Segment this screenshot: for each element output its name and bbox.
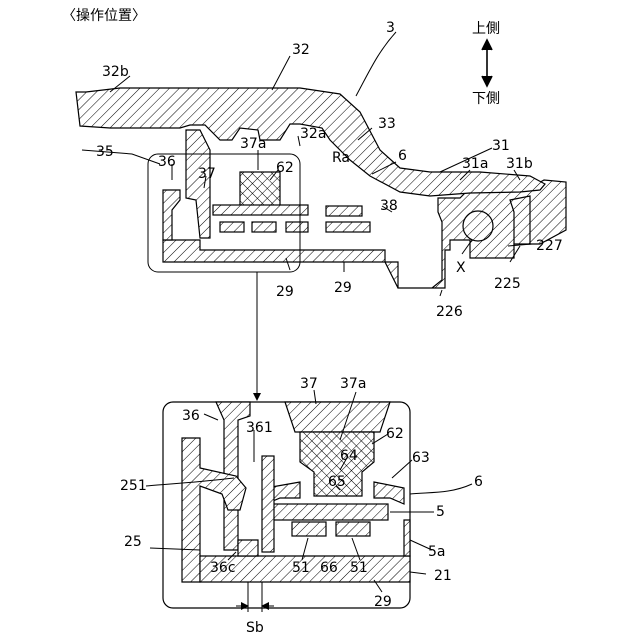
label-36: 36 — [158, 154, 176, 170]
label-38: 38 — [380, 198, 398, 214]
label-29-mid: 29 — [334, 280, 352, 296]
label-225: 225 — [494, 276, 521, 292]
detail-label-21: 21 — [434, 568, 452, 584]
detail-label-37a: 37a — [340, 376, 366, 392]
label-31b: 31b — [506, 156, 533, 172]
label-Ra: Ra — [332, 150, 350, 166]
detail-label-29: 29 — [374, 594, 392, 610]
top-cross-section — [76, 88, 566, 288]
label-33: 33 — [378, 116, 396, 132]
figure-caption: 〈操作位置〉 — [62, 8, 146, 24]
detail-label-361: 361 — [246, 420, 273, 436]
label-31a: 31a — [462, 156, 488, 172]
label-Sb: Sb — [246, 620, 264, 636]
direction-up-label: 上側 — [472, 21, 500, 37]
detail-label-5a: 5a — [428, 544, 446, 560]
label-37a: 37a — [240, 136, 266, 152]
label-32: 32 — [292, 42, 310, 58]
label-29-left: 29 — [276, 284, 294, 300]
label-32b: 32b — [102, 64, 129, 80]
direction-down-label: 下側 — [472, 91, 500, 107]
detail-label-62: 62 — [386, 426, 404, 442]
detail-label-25: 25 — [124, 534, 142, 550]
direction-indicator — [482, 40, 492, 86]
label-227: 227 — [536, 238, 563, 254]
detail-label-6: 6 — [474, 474, 483, 490]
label-226: 226 — [436, 304, 463, 320]
detail-label-65: 65 — [328, 474, 346, 490]
detail-label-51-left: 51 — [292, 560, 310, 576]
label-31: 31 — [492, 138, 510, 154]
detail-label-51-right: 51 — [350, 560, 368, 576]
label-37: 37 — [198, 166, 216, 182]
label-3: 3 — [386, 20, 395, 36]
label-62: 62 — [276, 160, 294, 176]
label-6: 6 — [398, 148, 407, 164]
detail-label-63: 63 — [412, 450, 430, 466]
detail-label-36: 36 — [182, 408, 200, 424]
detail-label-64: 64 — [340, 448, 358, 464]
label-X: X — [456, 260, 466, 276]
label-32a: 32a — [300, 126, 326, 142]
detail-label-66: 66 — [320, 560, 338, 576]
detail-label-5: 5 — [436, 504, 445, 520]
label-35: 35 — [96, 144, 114, 160]
detail-label-251: 251 — [120, 478, 147, 494]
detail-label-37: 37 — [300, 376, 318, 392]
detail-label-36c: 36c — [210, 560, 236, 576]
